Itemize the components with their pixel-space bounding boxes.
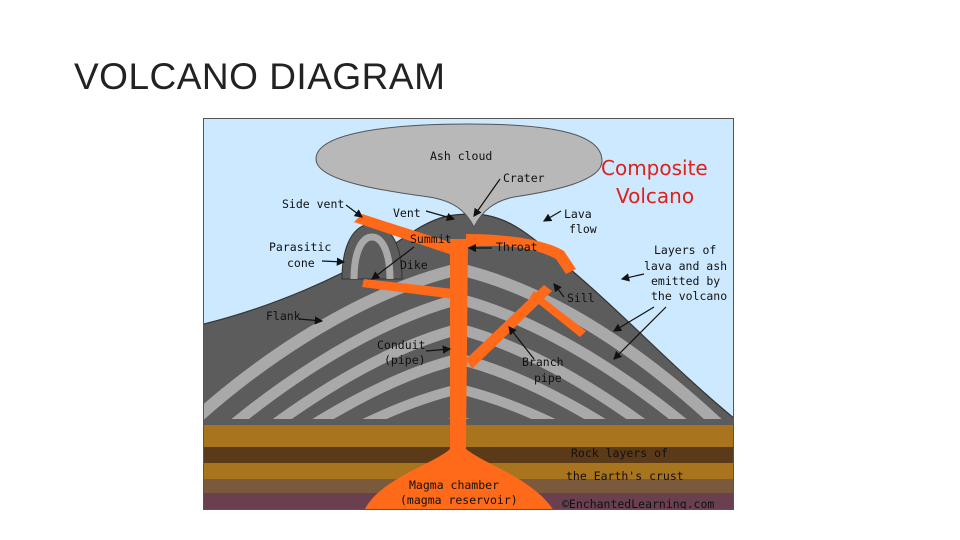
volcano-diagram: Composite Volcano Ash cloud Crater Side … [203, 118, 734, 510]
label-conduit-1: Conduit [377, 338, 425, 352]
label-layers-1: Layers of [654, 243, 716, 257]
label-layers-2: lava and ash [644, 259, 727, 273]
label-branch-pipe-1: Branch [522, 355, 564, 369]
label-magma-chamber-1: Magma chamber [409, 478, 499, 492]
label-magma-chamber-2: (magma reservoir) [400, 493, 518, 507]
label-throat: Throat [496, 240, 538, 254]
label-summit: Summit [410, 232, 452, 246]
diagram-heading-line2: Volcano [616, 184, 694, 208]
label-copyright: ©EnchantedLearning.com [562, 497, 714, 510]
label-side-vent: Side vent [282, 197, 344, 211]
label-lava-flow-2: flow [569, 222, 597, 236]
label-rock-layers-1: Rock layers of [571, 446, 668, 460]
label-sill: Sill [567, 291, 595, 305]
label-parasitic-cone-1: Parasitic [269, 240, 331, 254]
label-parasitic-cone-2: cone [287, 256, 315, 270]
label-crater: Crater [503, 171, 545, 185]
diagram-heading-line1: Composite [601, 156, 708, 180]
label-ash-cloud: Ash cloud [430, 149, 492, 163]
label-layers-4: the volcano [651, 289, 727, 303]
label-conduit-2: (pipe) [384, 353, 426, 367]
label-lava-flow-1: Lava [564, 207, 592, 221]
label-rock-layers-2: the Earth's crust [566, 469, 684, 483]
label-flank: Flank [266, 309, 301, 323]
label-dike: Dike [400, 258, 428, 272]
slide-title: VOLCANO DIAGRAM [74, 56, 445, 98]
label-layers-3: emitted by [651, 274, 720, 288]
label-branch-pipe-2: pipe [534, 371, 562, 385]
label-vent: Vent [393, 206, 421, 220]
